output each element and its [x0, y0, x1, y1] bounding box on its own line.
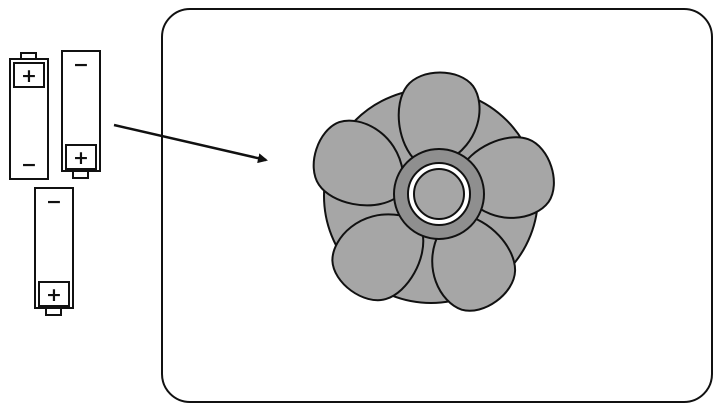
battery-top-sign: +	[21, 65, 37, 87]
battery-1: + −	[10, 53, 48, 179]
battery-top-sign: −	[46, 191, 62, 213]
battery-2: − +	[62, 51, 100, 178]
battery-top-sign: −	[73, 54, 89, 76]
fan-hub-cap	[414, 169, 464, 219]
battery-3: − +	[35, 188, 73, 315]
battery-bottom-sign: +	[46, 284, 62, 306]
battery-bottom-sign: −	[21, 154, 37, 176]
battery-terminal	[46, 308, 61, 315]
battery-terminal	[73, 171, 88, 178]
battery-bottom-sign: +	[73, 147, 89, 169]
